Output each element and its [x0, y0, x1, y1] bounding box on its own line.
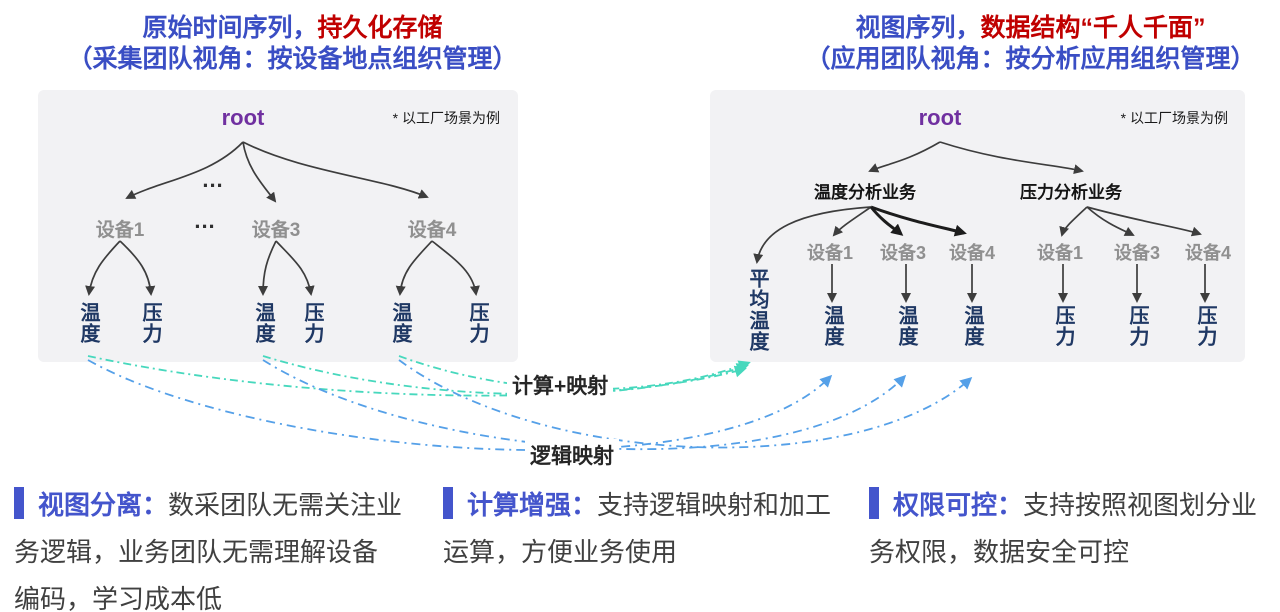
right-title: 视图序列，数据结构“千人千面” （应用团队视角：按分析应用组织管理） — [778, 13, 1280, 75]
bullet-compute-enhancement-text1: 支持逻辑映射和加工 — [597, 490, 832, 520]
accent-bar — [443, 487, 453, 519]
right-leaf-temperature-3: 温度 — [961, 305, 983, 347]
bullet-permission-control-text1: 支持按照视图划分业 — [1023, 490, 1258, 520]
bullet-view-separation-text2: 务逻辑，业务团队无需理解设备 — [14, 537, 379, 567]
logic-mapping-label: 逻辑映射 — [525, 439, 619, 471]
bullet-compute-enhancement: 计算增强：支持逻辑映射和加工 运算，方便业务使用 — [443, 482, 843, 576]
left-device-1-label: 设备1 — [95, 220, 145, 241]
right-root-label: root — [918, 105, 962, 130]
left-root-label: root — [221, 105, 265, 130]
left-tree-arrows — [85, 141, 480, 296]
compute-mapping-arrows — [87, 355, 751, 397]
bullet-compute-enhancement-text2: 运算，方便业务使用 — [443, 537, 678, 567]
left-device-4-label: 设备4 — [407, 220, 457, 241]
right-title-line1: 视图序列，数据结构“千人千面” — [778, 13, 1280, 44]
right-leaf-temperature-1: 温度 — [821, 305, 843, 347]
left-leaf-temperature-3: 温度 — [389, 302, 411, 344]
bullet-view-separation-text1: 数采团队无需关注业 — [168, 490, 403, 520]
right-leaf-pressure-3: 压力 — [1194, 305, 1216, 347]
right-temp-device-1-label: 设备1 — [806, 243, 853, 263]
average-temperature-label: 平均温度 — [746, 268, 768, 352]
right-temp-device-4-label: 设备4 — [948, 243, 995, 263]
bullet-view-separation-line1: 视图分离：数采团队无需关注业 — [14, 482, 426, 529]
bullet-compute-enhancement-line1: 计算增强：支持逻辑映射和加工 — [443, 482, 843, 529]
source-tree-panel — [38, 90, 518, 362]
left-leaf-temperature-1: 温度 — [77, 302, 99, 344]
right-temp-device-3-label: 设备3 — [879, 243, 926, 263]
bullet-compute-enhancement-title: 计算增强： — [467, 490, 598, 520]
left-title-line1-blue: 原始时间序列， — [142, 14, 318, 42]
right-panel-note: * 以工厂场景为例 — [1120, 110, 1228, 126]
accent-bar — [14, 487, 24, 519]
right-title-line2: （应用团队视角：按分析应用组织管理） — [805, 45, 1256, 73]
bullet-permission-control-text2: 务权限，数据安全可控 — [869, 537, 1130, 567]
right-pressure-device-1-label: 设备1 — [1036, 243, 1083, 263]
left-leaf-pressure-3: 压力 — [466, 302, 488, 344]
right-pressure-device-4-label: 设备4 — [1184, 243, 1231, 263]
left-leaf-pressure-1: 压力 — [139, 302, 161, 344]
left-panel-note: * 以工厂场景为例 — [392, 110, 500, 126]
left-ellipsis-top: ... — [202, 167, 224, 192]
view-tree-panel — [710, 90, 1245, 362]
right-tree-bold-arrows — [869, 205, 967, 237]
pressure-branch-label: 压力分析业务 — [1020, 183, 1122, 202]
left-device-3-label: 设备3 — [251, 220, 301, 241]
left-title-line2: （采集团队视角：按设备地点组织管理） — [67, 45, 518, 73]
left-leaf-temperature-2: 温度 — [252, 302, 274, 344]
right-title-line1-red: 数据结构“千人千面” — [980, 14, 1206, 42]
left-leaf-pressure-2: 压力 — [301, 302, 323, 344]
right-leaf-pressure-1: 压力 — [1052, 305, 1074, 347]
left-title-line1: 原始时间序列，持久化存储 — [40, 13, 545, 44]
left-title: 原始时间序列，持久化存储 （采集团队视角：按设备地点组织管理） — [40, 13, 545, 75]
right-leaf-pressure-2: 压力 — [1126, 305, 1148, 347]
logic-mapping-arrows — [87, 359, 973, 451]
bullet-view-separation: 视图分离：数采团队无需关注业 务逻辑，业务团队无需理解设备 编码，学习成本低 — [14, 482, 426, 612]
right-tree-arrows — [753, 141, 1210, 303]
bullet-permission-control-title: 权限可控： — [893, 490, 1024, 520]
left-title-line1-red: 持久化存储 — [317, 14, 443, 42]
right-leaf-temperature-2: 温度 — [895, 305, 917, 347]
right-title-line1-blue: 视图序列， — [855, 14, 981, 42]
bullet-permission-control-line1: 权限可控：支持按照视图划分业 — [869, 482, 1269, 529]
left-ellipsis-row: ... — [194, 208, 216, 233]
temperature-branch-label: 温度分析业务 — [814, 183, 916, 202]
bullet-view-separation-title: 视图分离： — [38, 490, 169, 520]
compute-mapping-label: 计算+映射 — [507, 369, 614, 401]
bullet-permission-control: 权限可控：支持按照视图划分业 务权限，数据安全可控 — [869, 482, 1269, 576]
right-pressure-device-3-label: 设备3 — [1113, 243, 1160, 263]
bullet-view-separation-text3: 编码，学习成本低 — [14, 584, 223, 612]
accent-bar — [869, 487, 879, 519]
